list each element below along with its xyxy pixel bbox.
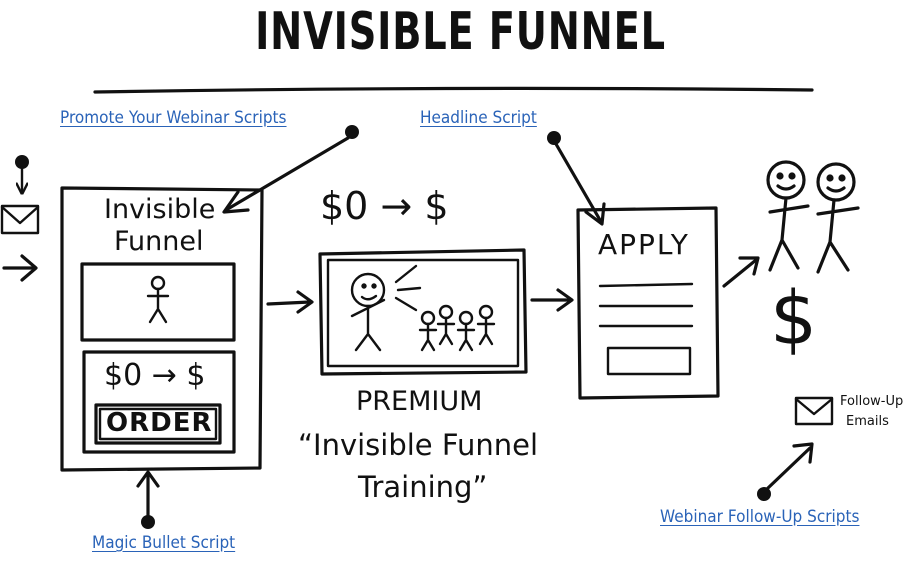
webinar-caption-line2: “Invisible Funnel xyxy=(298,428,539,462)
result-dollar-sign: $ xyxy=(770,276,818,362)
webinar-price-label: $0 → $ xyxy=(320,184,449,228)
audience-figures-icon xyxy=(418,304,496,352)
webinar-caption-line3: Training” xyxy=(358,470,488,504)
arrow-to-customers xyxy=(722,256,760,288)
entry-arrow xyxy=(2,254,38,282)
promote-pointer-arrow xyxy=(224,136,350,212)
promote-webinar-scripts-link[interactable]: Promote Your Webinar Scripts xyxy=(60,108,287,128)
presenter-figure-icon xyxy=(146,275,170,324)
funnel-title-line1: Invisible xyxy=(104,194,216,225)
followup-email-icon xyxy=(794,396,834,426)
headline-pointer-arrow xyxy=(554,142,602,222)
webinar-screen xyxy=(318,248,528,376)
webinar-followup-scripts-link[interactable]: Webinar Follow-Up Scripts xyxy=(660,507,860,527)
speaker-figure-icon xyxy=(350,264,422,352)
headline-script-link[interactable]: Headline Script xyxy=(420,108,537,128)
magic-bullet-script-link[interactable]: Magic Bullet Script xyxy=(92,533,236,553)
webinar-caption-line1: PREMIUM xyxy=(356,386,483,417)
title-underline xyxy=(93,86,814,94)
funnel-title-line2: Funnel xyxy=(114,226,204,257)
order-button-label: ORDER xyxy=(106,408,213,438)
followup-label-line2: Emails xyxy=(846,414,889,429)
apply-page-title: APPLY xyxy=(598,228,690,261)
arrow-to-webinar xyxy=(266,290,314,314)
arrow-to-apply xyxy=(530,288,574,312)
incoming-email-icon xyxy=(0,155,40,235)
funnel-page-box xyxy=(60,186,264,472)
customers-figures-icon xyxy=(766,160,860,274)
funnel-price-label: $0 → $ xyxy=(104,358,206,393)
apply-page xyxy=(576,206,720,400)
followup-label-line1: Follow-Up xyxy=(840,394,904,409)
followup-pointer-arrow xyxy=(766,446,812,490)
page-title: INVISIBLE FUNNEL xyxy=(255,2,666,62)
